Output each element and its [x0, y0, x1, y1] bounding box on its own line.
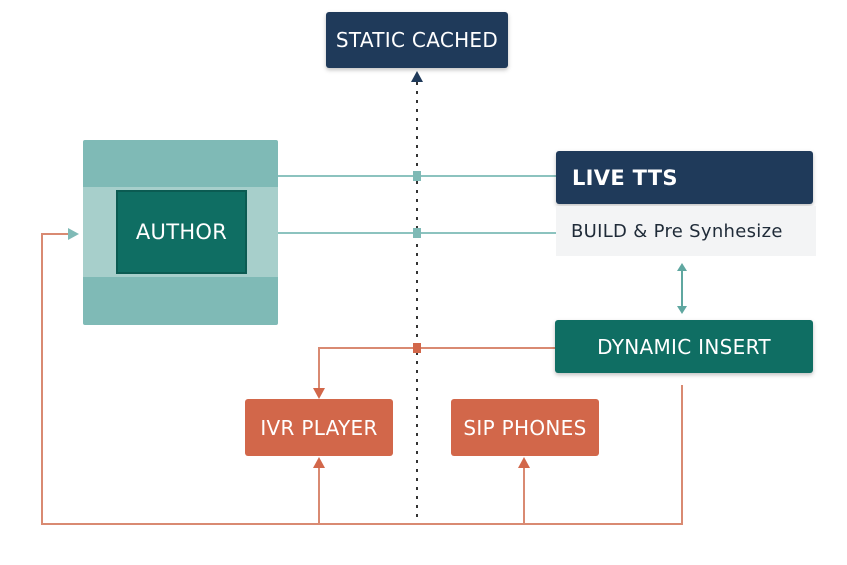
up-arrow-icon [411, 71, 423, 82]
updown-arrow-icon [677, 263, 687, 271]
build-pre-synthesize-panel: BUILD & Pre Synhesize [556, 206, 816, 256]
dynamic-to-ivr-line [318, 347, 555, 390]
connector-marker [413, 228, 421, 238]
feedback-loop-line [41, 233, 683, 525]
sip-phones-node: SIP PHONES [451, 399, 599, 456]
static-cached-node: STATIC CACHED [326, 12, 508, 68]
up-arrow-icon [313, 457, 325, 468]
ivr-player-node: IVR PLAYER [245, 399, 393, 456]
down-arrow-icon [313, 388, 325, 399]
connector-marker [413, 171, 421, 181]
updown-arrow-icon [677, 306, 687, 314]
right-arrow-icon [68, 228, 79, 240]
up-arrow-icon [518, 457, 530, 468]
dynamic-insert-node: DYNAMIC INSERT [555, 320, 813, 373]
connector-marker [413, 343, 421, 353]
live-tts-node: LIVE TTS [556, 151, 813, 204]
author-node: AUTHOR [116, 190, 247, 274]
